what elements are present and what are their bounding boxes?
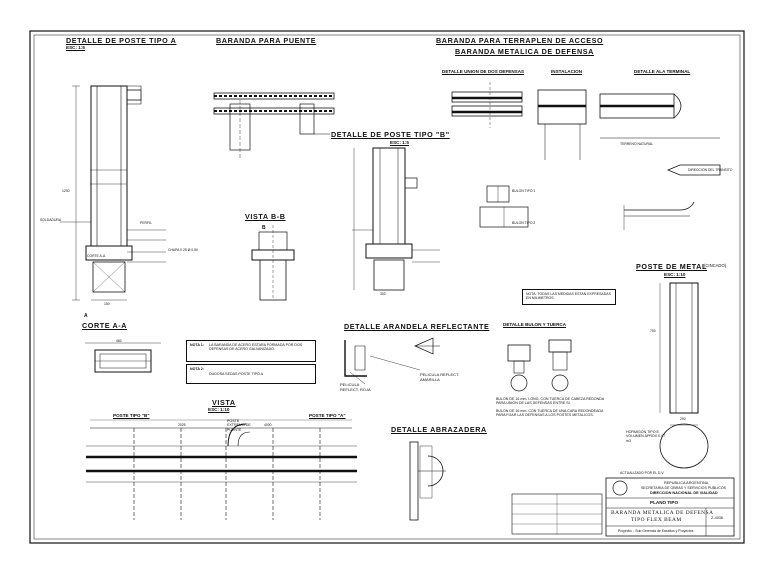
title-poste-metal: POSTE DE METAL [636, 262, 707, 271]
title-corte-aa: CORTE A-A [82, 321, 128, 330]
poste-metal-detail [659, 282, 709, 469]
title-detalle-bulon: DETALLE BULON Y TUERCA [503, 322, 567, 327]
bulon-tipo-detail [479, 185, 529, 228]
poste-tipo-a-detail [60, 85, 166, 301]
title-detalle-abrazadera: DETALLE ABRAZADERA [391, 425, 487, 434]
bulon-note-2: BULON DE 16 mm. CON TUERCA DE UNA CARA R… [496, 409, 604, 418]
title-block-actualizado: ACTUALIZADO POR EL D.V. [620, 471, 665, 475]
ala-terminal-plan [623, 201, 695, 230]
title-baranda-metalica: BARANDA METALICA DE DEFENSA [455, 47, 594, 56]
note-box-2: NOTA 2: DUDOSA SEDAS POSTE TIPO A [186, 364, 316, 384]
dim-300: 300 [380, 292, 386, 296]
title-detalle-poste-tipo-a: DETALLE DE POSTE TIPO A [66, 36, 177, 45]
label-terreno-natural: TERRENO NATURAL [620, 142, 654, 146]
dim-200: 200 [680, 417, 686, 421]
label-bulon-tipo-1: BULON TIPO 1 [512, 189, 536, 193]
title-block-plano-tipo: PLANO TIPO [650, 500, 679, 505]
note-1-text: LA BARANDA DE ACERO ESTARA FORMADA POR D… [209, 343, 303, 352]
scale-vista: ESC: 1:10 [208, 407, 230, 412]
label-chapa: CHAPA 0.25 Ø 0.50 [168, 248, 198, 252]
arandela-reflectante-detail [344, 337, 440, 385]
label-hormigon: HORMIGON TIPO E VOLUMEN APROX 0.07 m3 [626, 430, 666, 443]
corte-aa-detail [85, 342, 161, 373]
title-detalle-union: DETALLE UNION DE DOS DEFENSAS [442, 69, 525, 74]
label-bulon-tipo-2: BULON TIPO 2 [512, 221, 536, 225]
title-block-titulo-2: TIPO FLEX BEAM [631, 517, 682, 523]
title-baranda-terraplen: BARANDA PARA TERRAPLEN DE ACCESO [436, 36, 604, 45]
note-general-text: NOTA: TODAS LAS MEDIDAS ESTAN EXPRESADAS… [526, 292, 611, 301]
dim-150: 150 [104, 302, 110, 306]
note-box-1: NOTA 1: LA BARANDA DE ACERO ESTARA FORMA… [186, 340, 316, 362]
label-b-marker: B [262, 225, 266, 231]
note-2-text: DUDOSA SEDAS POSTE TIPO A [209, 372, 264, 376]
label-perfil: PERFIL [140, 221, 152, 225]
title-block-direccion: DIRECCION NACIONAL DE VIALIDAD [650, 491, 718, 495]
outer-frame [29, 30, 745, 544]
bulon-note-1: BULON DE 16 mm. LONG. CON TUERCA DE CABE… [496, 397, 604, 406]
abrazadera-detail [409, 441, 446, 521]
title-vista-bb: VISTA B-B [245, 212, 286, 221]
label-pelicula-amarilla: PELICULA REFLECT. AMARILLA [420, 372, 460, 382]
title-block-footer: Proyecto: - Sub Gerencia de Estudios y P… [618, 529, 694, 533]
title-detalle-poste-tipo-b: DETALLE DE POSTE TIPO "B" [331, 130, 450, 139]
label-poste-extremo: POSTE EXTREMO DE PUENTE [227, 419, 251, 432]
dim-700: 700 [650, 329, 656, 333]
scale-poste-metal: ESC: 1:10 [664, 272, 686, 277]
note-box-general: NOTA: TODAS LAS MEDIDAS ESTAN EXPRESADAS… [522, 289, 616, 305]
inner-frame [33, 34, 741, 540]
dim-1200: 1200 [62, 189, 70, 193]
label-pelicula-roja: PELICULA REFLECT. ROJA [340, 382, 371, 392]
title-block-titulo-1: BARANDA METALICA DE DEFENSA [611, 510, 714, 516]
title-detalle-ala-terminal: DETALLE ALA TERMINAL [634, 69, 691, 74]
scale-poste-tipo-a: ESC: 1:5 [66, 45, 85, 50]
scale-poste-tipo-b: ESC: 1:5 [390, 140, 409, 145]
bulon-tuerca-detail [507, 339, 572, 392]
note-1-title: NOTA 1: [190, 343, 204, 347]
title-detalle-arandela: DETALLE ARANDELA REFLECTANTE [344, 322, 490, 331]
dim-4000: 4000 [264, 423, 272, 427]
note-2-title: NOTA 2: [190, 367, 204, 371]
label-soldadura: SOLDADURA [40, 218, 62, 222]
label-corte-aa-marker: CORTE A-A [87, 254, 106, 258]
title-vista: VISTA [212, 398, 236, 407]
poste-tipo-b-detail [352, 147, 440, 291]
vista-elevation [86, 419, 357, 520]
dim-460: 460 [116, 339, 122, 343]
vista-bb-detail [251, 225, 295, 301]
terraplen-details [451, 82, 721, 176]
label-poste-tipo-b: POSTE TIPO "B" [113, 413, 150, 418]
title-block-republica: REPUBLICA ARGENTINA [664, 481, 709, 485]
title-block [511, 477, 735, 537]
label-a-marker: A [84, 313, 88, 319]
dim-2025: 2025 [178, 423, 186, 427]
poste-metal-suffix: (CINCADO) [704, 263, 727, 268]
title-instalacion: INSTALACION [551, 69, 583, 74]
title-block-sheet-no: Z-4036 [711, 516, 724, 520]
label-direccion-transito: DIRECCION DEL TRANSITO [688, 168, 733, 172]
title-block-secretaria: SECRETARIA DE OBRAS Y SERVICIOS PUBLICOS [641, 486, 727, 490]
label-poste-tipo-a: POSTE TIPO "A" [309, 413, 346, 418]
title-baranda-puente: BARANDA PARA PUENTE [216, 36, 317, 45]
baranda-puente-detail [213, 92, 335, 160]
